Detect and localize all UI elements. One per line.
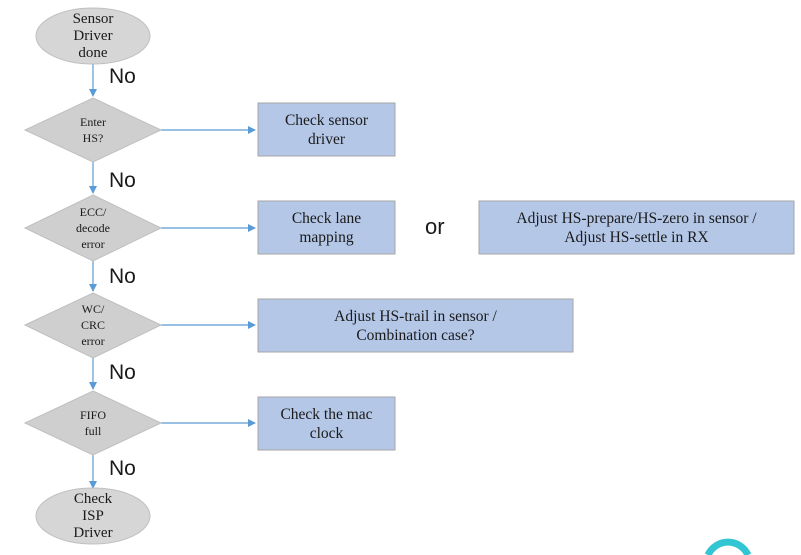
corner-logo-mark xyxy=(704,538,752,555)
no-label-5: No xyxy=(109,457,136,480)
decision-wc-crc-label: WC/ CRC error xyxy=(80,302,105,348)
decision-fifo-label: FIFO full xyxy=(79,408,106,438)
process-adjust-hs-prepare-label: Adjust HS-prepare/HS-zero in sensor / Ad… xyxy=(516,209,757,246)
end-terminal xyxy=(35,487,151,545)
process-check-lane-mapping xyxy=(257,200,396,255)
process-check-sensor-driver-label: Check sensor driver xyxy=(284,111,369,148)
no-label-1: No xyxy=(109,65,136,88)
start-terminal-label: Sensor Driver done xyxy=(72,10,114,61)
process-adjust-hs-trail xyxy=(257,298,574,353)
process-check-mac-clock-label: Check the mac clock xyxy=(280,405,373,442)
end-terminal-label: Check ISP Driver xyxy=(73,490,113,541)
process-check-lane-mapping-label: Check lane mapping xyxy=(291,209,362,246)
decision-ecc-decode-error xyxy=(23,194,163,262)
decision-ecc-label: ECC/ decode error xyxy=(76,205,110,251)
decision-wc-crc-error xyxy=(23,292,163,359)
no-label-3: No xyxy=(109,265,136,288)
decision-enter-hs-label: Enter HS? xyxy=(80,115,106,145)
process-check-mac-clock xyxy=(257,396,396,451)
decision-fifo-full xyxy=(23,390,163,456)
process-adjust-hs-prepare xyxy=(478,200,795,255)
no-label-4: No xyxy=(109,361,136,384)
process-check-sensor-driver xyxy=(257,102,396,157)
decision-enter-hs xyxy=(23,97,163,163)
or-label: or xyxy=(425,214,445,239)
process-adjust-hs-trail-label: Adjust HS-trail in sensor / Combination … xyxy=(334,307,497,344)
no-label-2: No xyxy=(109,169,136,192)
start-terminal xyxy=(35,7,151,65)
